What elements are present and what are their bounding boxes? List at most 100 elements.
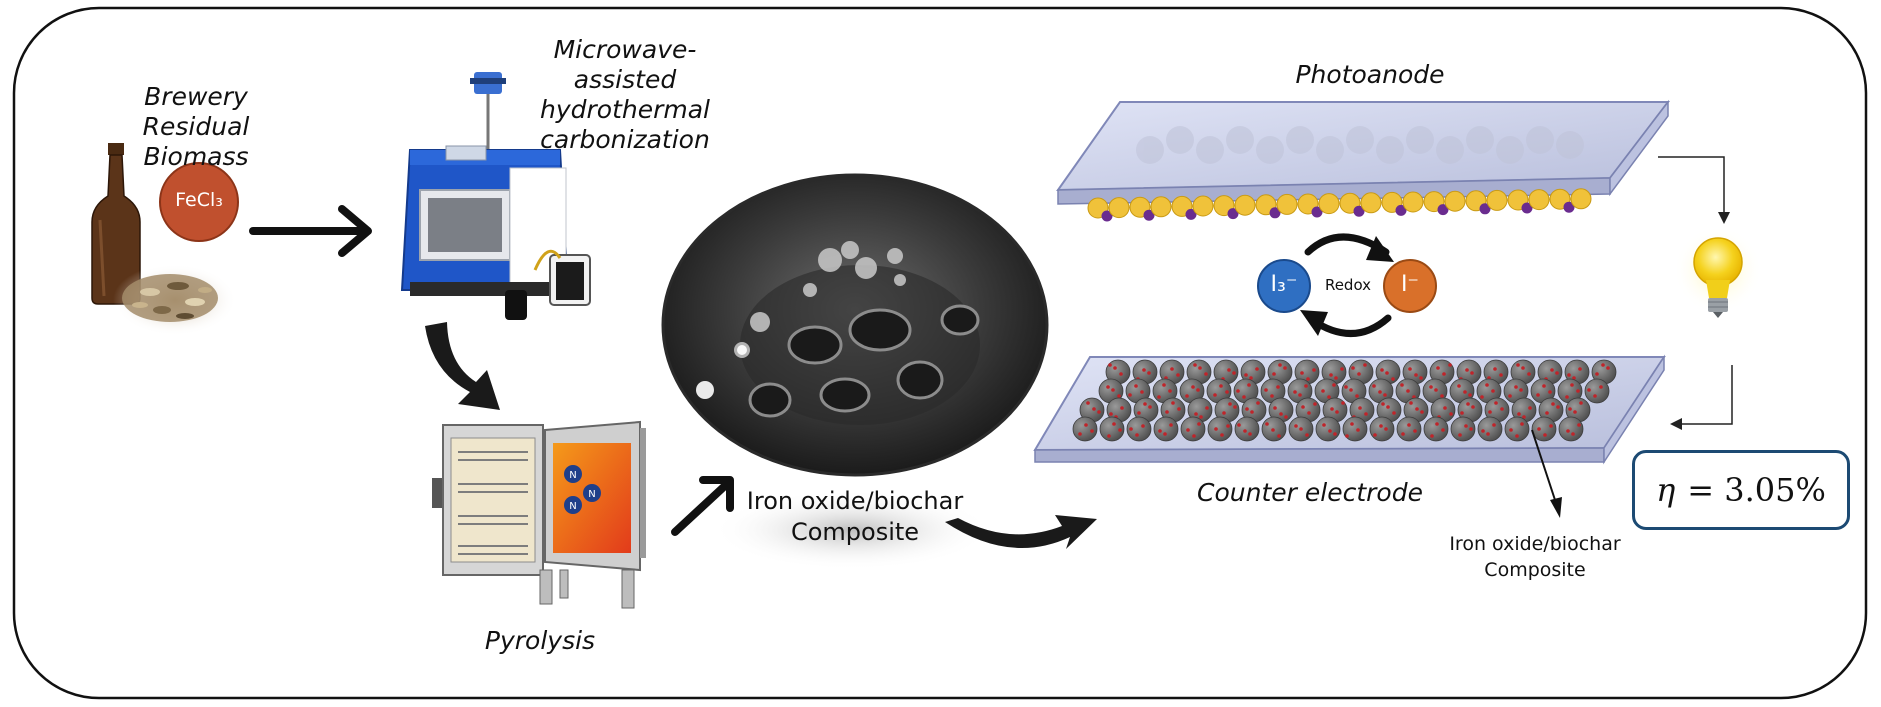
iron-oxide-dot — [1436, 366, 1440, 370]
iron-oxide-dot — [1543, 433, 1547, 437]
iron-oxide-dot — [1500, 407, 1504, 411]
iron-oxide-dot — [1542, 384, 1546, 388]
iron-oxide-dot — [1341, 401, 1345, 405]
iron-oxide-dot — [1249, 376, 1253, 380]
iron-oxide-dot — [1385, 371, 1389, 375]
furnace-badge-text: N — [588, 489, 595, 500]
iron-oxide-dot — [1372, 384, 1376, 388]
microwave-label-line1: Microwave-assisted — [553, 35, 697, 94]
efficiency-box: η = 3.05% — [1632, 450, 1850, 530]
iron-oxide-dot — [1298, 393, 1302, 397]
iron-oxide-dot — [1283, 366, 1287, 370]
iron-oxide-dot — [1157, 395, 1161, 399]
iron-oxide-dot — [1237, 423, 1241, 427]
redox-arrowhead-bottom — [1300, 310, 1328, 336]
iron-oxide-dot — [1565, 395, 1569, 399]
iron-oxide-dot — [1158, 429, 1162, 433]
iron-oxide-dot — [1380, 368, 1384, 372]
iron-oxide-dot — [1306, 377, 1310, 381]
dye-molecule — [1353, 205, 1365, 217]
iron-oxide-dot — [1084, 423, 1088, 427]
iron-oxide-dot — [1107, 434, 1111, 438]
iron-oxide-dot — [1236, 389, 1240, 393]
tio2-particle — [1570, 188, 1592, 210]
composite-center-label: Iron oxide/biochar Composite — [735, 486, 975, 548]
iron-oxide-dot — [1408, 367, 1412, 371]
iron-oxide-dot — [1577, 423, 1581, 427]
composite-particle — [1531, 416, 1557, 442]
tio2-particle — [1192, 195, 1214, 217]
iron-oxide-dot — [1550, 368, 1554, 372]
iron-oxide-dot — [1328, 429, 1332, 433]
iron-oxide-dot — [1555, 371, 1559, 375]
iron-oxide-dot — [1579, 401, 1583, 405]
circuit-arrowhead-top — [1718, 212, 1730, 224]
composite-particle — [1153, 416, 1179, 442]
fecl3-label: FeCl₃ — [175, 189, 223, 211]
iron-oxide-dot — [1106, 385, 1110, 389]
dye-molecule — [1479, 203, 1491, 215]
iron-oxide-dot — [1548, 390, 1552, 394]
iron-oxide-dot — [1086, 401, 1090, 405]
iron-oxide-dot — [1090, 429, 1094, 433]
iron-oxide-dot — [1301, 405, 1305, 409]
iron-oxide-dot — [1192, 434, 1196, 438]
iron-oxide-dot — [1222, 411, 1226, 415]
iron-oxide-dot — [1163, 432, 1167, 436]
pyrolysis-label: Pyrolysis — [484, 626, 596, 655]
iron-oxide-dot — [1351, 366, 1355, 370]
iron-oxide-dot — [1272, 372, 1276, 376]
grain-pile-icon — [113, 264, 237, 336]
iron-oxide-dot — [1293, 390, 1297, 394]
iron-oxide-dot — [1448, 363, 1452, 367]
iron-oxide-dot — [1141, 424, 1145, 428]
iron-oxide-dot — [1327, 395, 1331, 399]
dye-molecule — [1185, 208, 1197, 220]
iron-oxide-dot — [1185, 394, 1189, 398]
iron-oxide-dot — [1522, 415, 1526, 419]
iron-oxide-dot — [1186, 428, 1190, 432]
iron-oxide-dot — [1312, 368, 1316, 372]
iron-oxide-dot — [1118, 428, 1122, 432]
iron-oxide-dot — [1228, 402, 1232, 406]
iron-oxide-dot — [1304, 384, 1308, 388]
iron-oxide-dot — [1271, 428, 1275, 432]
iron-oxide-dot — [1383, 393, 1387, 397]
iron-oxide-dot — [1191, 385, 1195, 389]
iron-oxide-dot — [1349, 388, 1353, 392]
iron-oxide-dot — [1270, 394, 1274, 398]
iron-oxide-dot — [1148, 405, 1152, 409]
iron-oxide-dot — [1499, 373, 1503, 377]
arrow-to-composite — [671, 476, 734, 536]
iron-oxide-dot — [1391, 377, 1395, 381]
iron-oxide-dot — [1571, 432, 1575, 436]
brewery-label: Brewery Residual Biomass — [96, 82, 296, 172]
iron-oxide-dot — [1409, 401, 1413, 405]
iron-oxide-dot — [1350, 422, 1354, 426]
iron-oxide-dot — [1227, 368, 1231, 372]
iron-oxide-dot — [1168, 389, 1172, 393]
iron-oxide-dot — [1466, 402, 1470, 406]
iron-oxide-dot — [1593, 394, 1597, 398]
iron-oxide-dot — [1415, 407, 1419, 411]
iron-oxide-dot — [1492, 423, 1496, 427]
iron-oxide-dot — [1576, 389, 1580, 393]
iron-oxide-dot — [1488, 410, 1492, 414]
iron-oxide-dot — [1358, 406, 1362, 410]
iron-oxide-dot — [1414, 373, 1418, 377]
furnace-icon — [432, 420, 646, 609]
tio2-particle — [1108, 197, 1130, 219]
iron-oxide-dot — [1333, 432, 1337, 436]
composite-right-label-line1: Iron oxide/biochar — [1449, 533, 1621, 555]
iron-oxide-dot — [1243, 429, 1247, 433]
redox-cycle — [1257, 233, 1437, 337]
arrow-to-electrode — [945, 515, 1097, 549]
dye-molecule — [1227, 208, 1239, 220]
iron-oxide-dot — [1220, 433, 1224, 437]
iron-oxide-dot — [1517, 412, 1521, 416]
composite-particle — [1099, 416, 1125, 442]
counter-electrode-label: Counter electrode — [1197, 478, 1423, 507]
furnace-badge-2: N — [583, 484, 601, 502]
iron-oxide-dot — [1549, 424, 1553, 428]
